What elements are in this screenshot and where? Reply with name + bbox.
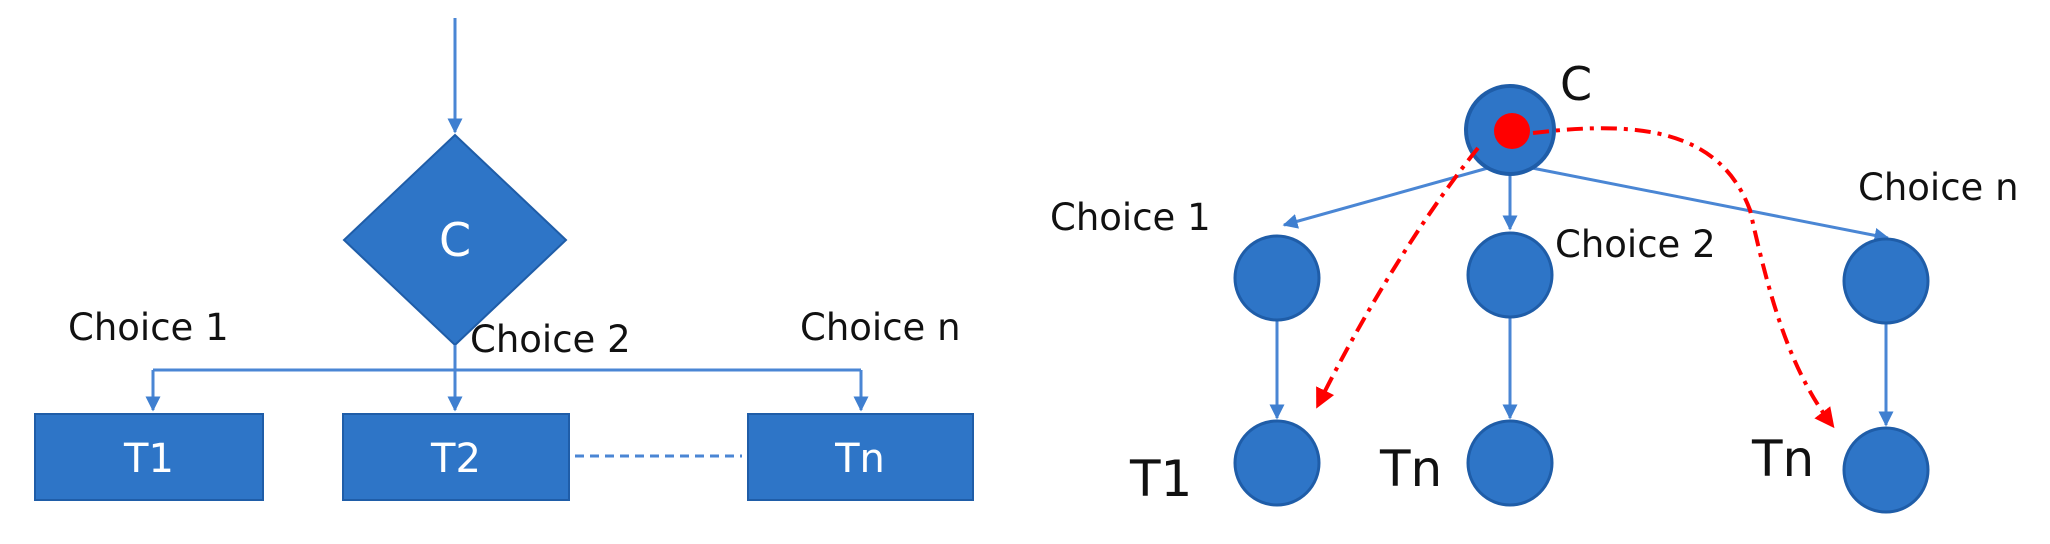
red-path-to-tn [1532, 126, 1835, 429]
tree-branch-label-2: Choice 2 [1555, 223, 1716, 266]
tree-root-label: C [1560, 57, 1592, 111]
target-label-1: T1 [123, 436, 174, 482]
tree-leaf-label-n: Tn [1751, 430, 1814, 488]
tree-edge-n [1531, 166, 1890, 243]
target-box-2 [342, 413, 570, 501]
tree-branch-label-n: Choice n [1858, 166, 2019, 209]
flow-branch-label-2: Choice 2 [470, 318, 631, 361]
tree-leaf-label-1: T1 [1129, 450, 1192, 508]
tree-branch-label-1: Choice 1 [1050, 196, 1211, 239]
target-box-n [747, 413, 974, 501]
tree-leaf-2 [1466, 419, 1554, 507]
red-path-to-t1 [1316, 146, 1480, 409]
flow-branch-label-1: Choice 1 [68, 306, 229, 349]
flow-branch-label-n: Choice n [800, 306, 961, 349]
current-position-dot [1494, 113, 1530, 149]
target-box-1 [34, 413, 264, 501]
tree-node-1 [1233, 234, 1321, 322]
tree-leaf-n [1842, 426, 1930, 514]
tree-node-n [1842, 237, 1930, 325]
tree-leaf-1 [1233, 419, 1321, 507]
flowchart: C Choice 1 Choice 2 Choice n T1 T2 Tn [34, 18, 974, 501]
target-label-n: Tn [834, 436, 885, 482]
tree-node-2 [1466, 231, 1554, 319]
target-label-2: T2 [430, 436, 481, 482]
decision-label: C [439, 213, 471, 267]
tree-leaf-label-2: Tn [1379, 440, 1442, 498]
tree: C Choice 1 Choice 2 Choice n T1 Tn Tn [1050, 57, 2019, 514]
